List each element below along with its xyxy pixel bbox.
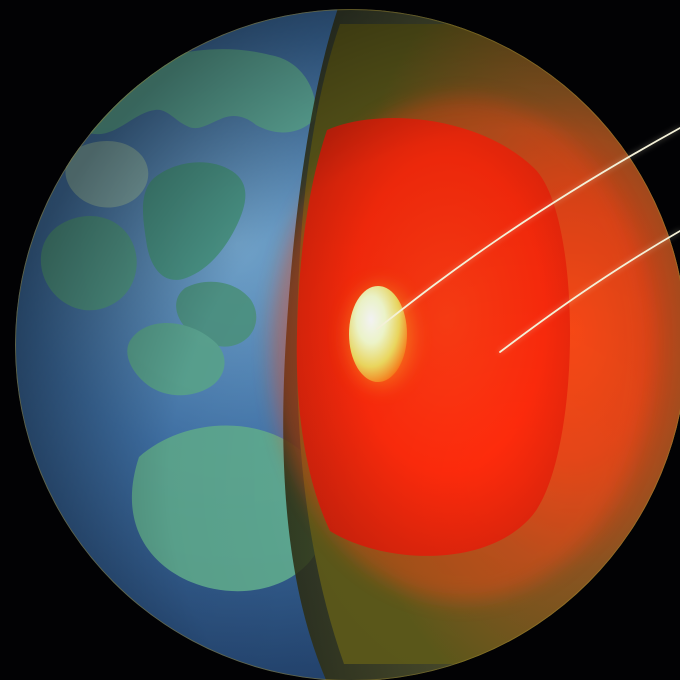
globe-shading xyxy=(15,9,680,680)
inner-core-pointer xyxy=(376,127,680,330)
earth-globe xyxy=(15,9,680,680)
outer-core-pointer xyxy=(499,230,680,353)
annotation-pointers xyxy=(375,126,680,354)
